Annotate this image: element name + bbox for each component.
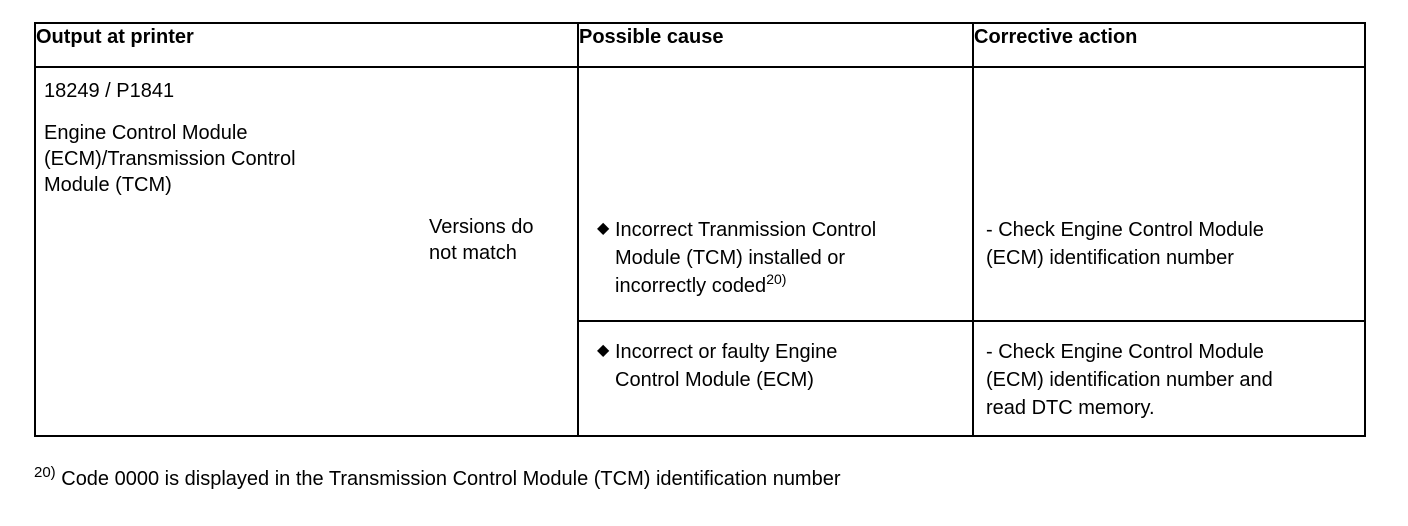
cause-2-line-2: Control Module (ECM) xyxy=(615,369,814,391)
diamond-bullet-icon: ◆ xyxy=(597,220,610,237)
cause-2-line-1: Incorrect or faulty Engine xyxy=(615,341,838,363)
action-1-line-2: (ECM) identification number xyxy=(986,247,1234,269)
cause-text-1: Incorrect Tranmission Control Module (TC… xyxy=(615,216,945,300)
cause-item-1: ◆ Incorrect Tranmission Control Module (… xyxy=(597,216,945,300)
cause-text-2: Incorrect or faulty Engine Control Modul… xyxy=(615,338,945,394)
fault-code: 18249 / P1841 xyxy=(44,80,175,102)
cause-item-2: ◆ Incorrect or faulty Engine Control Mod… xyxy=(597,338,945,394)
fault-module-label: Engine Control Module (ECM)/Transmission… xyxy=(44,120,374,198)
module-line-1: Engine Control Module xyxy=(44,122,248,144)
action-text-1: - Check Engine Control Module (ECM) iden… xyxy=(986,216,1346,272)
dtc-table-container: Output at printer Possible cause Correct… xyxy=(34,22,1366,437)
header-corrective-action: Corrective action xyxy=(972,22,1366,68)
header-possible-cause: Possible cause xyxy=(577,22,974,68)
action-2-line-1: - Check Engine Control Module xyxy=(986,341,1264,363)
table-row: ◆ Incorrect or faulty Engine Control Mod… xyxy=(35,320,1366,437)
action-1-line-1: - Check Engine Control Module xyxy=(986,219,1264,241)
module-line-2: (ECM)/Transmission Control xyxy=(44,148,296,170)
fault-condition: Versions do not match xyxy=(429,214,569,266)
action-cell-1: - Check Engine Control Module (ECM) iden… xyxy=(972,66,1366,322)
footnote: 20) Code 0000 is displayed in the Transm… xyxy=(34,464,841,492)
action-cell-2: - Check Engine Control Module (ECM) iden… xyxy=(972,320,1366,437)
header-output-at-printer: Output at printer xyxy=(34,22,579,68)
output-cell: 18249 / P1841 Engine Control Module (ECM… xyxy=(34,66,579,437)
cause-1-line-3: incorrectly coded xyxy=(615,275,767,297)
cause-cell-2: ◆ Incorrect or faulty Engine Control Mod… xyxy=(577,320,974,437)
diamond-bullet-icon: ◆ xyxy=(597,342,610,359)
action-2-line-2: (ECM) identification number and xyxy=(986,369,1273,391)
action-2-line-3: read DTC memory. xyxy=(986,397,1155,419)
module-line-3: Module (TCM) xyxy=(44,174,172,196)
action-text-2: - Check Engine Control Module (ECM) iden… xyxy=(986,338,1346,422)
cause-1-line-1: Incorrect Tranmission Control xyxy=(615,219,877,241)
footnote-marker: 20) xyxy=(34,464,56,481)
cause-1-line-2: Module (TCM) installed or xyxy=(615,247,846,269)
dtc-table: Output at printer Possible cause Correct… xyxy=(34,22,1366,437)
table-header-row: Output at printer Possible cause Correct… xyxy=(34,22,1366,68)
footnote-ref[interactable]: 20) xyxy=(766,271,787,287)
condition-line-2: not match xyxy=(429,242,517,264)
footnote-text: Code 0000 is displayed in the Transmissi… xyxy=(55,468,841,490)
table-row: 18249 / P1841 Engine Control Module (ECM… xyxy=(34,66,1366,437)
condition-line-1: Versions do xyxy=(429,216,534,238)
cause-cell-1: ◆ Incorrect Tranmission Control Module (… xyxy=(577,66,974,322)
